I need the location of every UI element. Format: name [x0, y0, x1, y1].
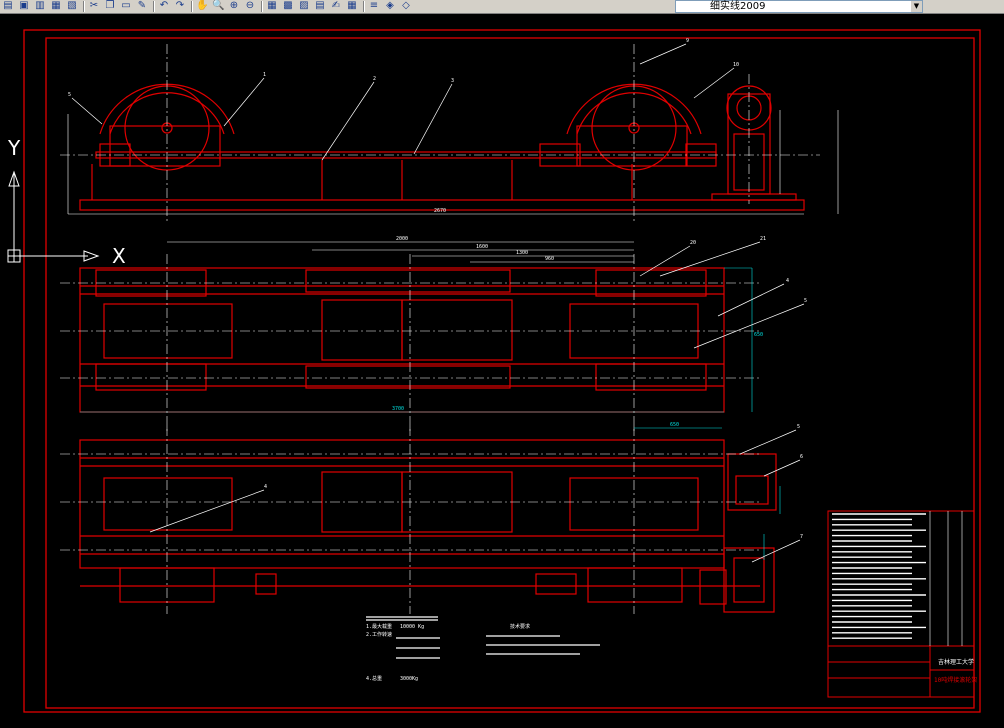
layer-previous-icon[interactable]: ◇ [402, 0, 410, 11]
paste-icon[interactable]: ▭ [121, 0, 131, 11]
callout-21: 21 [760, 236, 766, 242]
title-block-cols [929, 511, 963, 646]
copy-icon[interactable]: ❐ [105, 0, 115, 11]
tool-palette-icon[interactable]: ▨ [299, 0, 309, 11]
callout-9: 9 [686, 38, 689, 44]
top-view [79, 267, 725, 413]
undo-icon[interactable]: ↶ [159, 0, 169, 11]
callout-2: 2 [373, 76, 376, 82]
dim-top-width: 3700 [392, 406, 404, 412]
ucs-y-label: Y [8, 136, 21, 160]
callout-1: 1 [263, 72, 266, 78]
toolbar-separator [153, 1, 155, 12]
param-label-2: 2.工作转速 [366, 631, 392, 638]
dim-overall-length: 2670 [434, 208, 446, 214]
side-view-centerlines [60, 44, 820, 224]
side-view-dims [67, 110, 839, 215]
callout-7-bottom: 7 [800, 534, 803, 540]
layer-combo[interactable]: 细实线2009 ▼ [675, 0, 923, 13]
callout-5: 5 [68, 92, 71, 98]
dim-top-1600: 1600 [476, 244, 488, 250]
param-label-1: 1.最大载重 [366, 623, 392, 630]
chevron-down-icon[interactable]: ▼ [911, 1, 922, 12]
param-label-3: 4.总重 [366, 675, 382, 682]
param-value-1: 10000 Kg [400, 624, 424, 630]
cad-drawing-canvas[interactable]: 1 2 3 9 10 5 2670 3700 2000 1600 1300 96… [0, 14, 1004, 728]
ucs-icon [7, 170, 100, 263]
dim-top-2000: 2000 [396, 236, 408, 242]
print-icon[interactable]: ▥ [35, 0, 45, 11]
top-view-dims [80, 267, 753, 413]
outer-frame [23, 29, 981, 713]
side-view-leaders [71, 43, 735, 161]
callout-6-bottom: 6 [800, 454, 803, 460]
cad-toolbar: ▤ ▣ ▥ ▦ ▧ ✂ ❐ ▭ ✎ ↶ ↷ ✋🔍 ⊕ ⊖ ▦ ▩ ▨ ▤ ✍ ▦ ≡ ◈ ◇ 细实线2009 ▼ [0, 0, 1004, 14]
title-block-rows [832, 513, 926, 639]
markup-icon[interactable]: ✍ [331, 0, 341, 11]
layer-state-icon[interactable]: ◈ [386, 0, 394, 11]
callout-4: 4 [786, 278, 789, 284]
callout-4-bottom: 4 [264, 484, 267, 490]
pan-icon[interactable]: ✋ [196, 0, 209, 11]
preview-icon[interactable]: ▦ [51, 0, 61, 11]
zoom-realtime-icon[interactable]: 🔍 [212, 0, 225, 11]
properties-icon[interactable]: ▦ [267, 0, 277, 11]
layer-name: 细实线2009 [710, 1, 766, 12]
zoom-previous-icon[interactable]: ⊖ [245, 0, 255, 11]
top-view-centerlines [60, 254, 760, 434]
callout-5-bottom: 5 [797, 424, 800, 430]
dim-top-1300: 1300 [516, 250, 528, 256]
top-view-leaders [639, 241, 805, 349]
dim-top-960: 960 [545, 256, 554, 262]
inner-frame [45, 37, 975, 709]
design-center-icon[interactable]: ▩ [283, 0, 293, 11]
calculator-icon[interactable]: ▦ [347, 0, 357, 11]
tech-notes [366, 616, 600, 659]
save-icon[interactable]: ▣ [19, 0, 29, 11]
toolbar-separator [83, 1, 85, 12]
title-drawing-name: 10吨焊接滚轮架 [934, 676, 977, 684]
callout-5-top: 5 [804, 298, 807, 304]
dim-motor-width: 650 [670, 422, 679, 428]
title-block [827, 510, 975, 698]
bottom-view-leaders [149, 429, 801, 563]
bottom-view-centerlines [60, 426, 760, 614]
match-icon[interactable]: ✎ [137, 0, 147, 11]
ucs-x-label: X [112, 244, 126, 268]
redo-icon[interactable]: ↷ [175, 0, 185, 11]
bottom-view-dims [634, 427, 781, 560]
bottom-view [79, 439, 777, 613]
toolbar-separator [363, 1, 365, 12]
layer-manager-icon[interactable]: ≡ [369, 0, 379, 11]
toolbar-separator [261, 1, 263, 12]
cut-icon[interactable]: ✂ [89, 0, 99, 11]
callout-20: 20 [690, 240, 696, 246]
callout-3: 3 [451, 78, 454, 84]
title-school: 吉林理工大学 [938, 658, 974, 666]
zoom-window-icon[interactable]: ⊕ [229, 0, 239, 11]
publish-icon[interactable]: ▧ [67, 0, 77, 11]
sheet-set-icon[interactable]: ▤ [315, 0, 325, 11]
dim-right-height: 650 [754, 332, 763, 338]
notes-heading: 技术要求 [510, 623, 530, 630]
open-icon[interactable]: ▤ [3, 0, 13, 11]
callout-10: 10 [733, 62, 739, 68]
top-view-dims-white [167, 241, 634, 263]
toolbar-separator [191, 1, 193, 12]
param-value-3: 3000Kg [400, 676, 418, 682]
